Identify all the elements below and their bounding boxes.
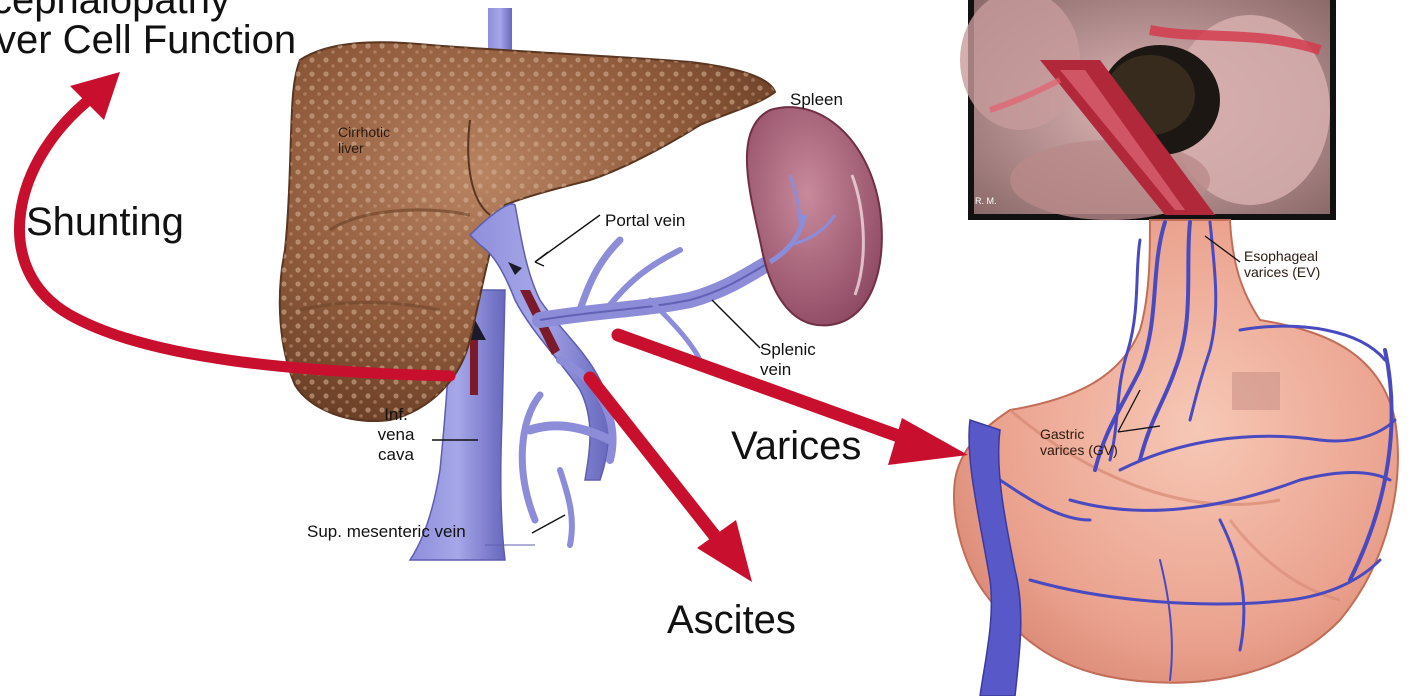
gastric-varices-label: Gastric varices (GV)	[1040, 426, 1118, 458]
spleen	[747, 107, 882, 325]
esophageal-varices-label: Esophageal varices (EV)	[1244, 248, 1320, 280]
shunting-label: Shunting	[26, 200, 184, 245]
photo-caption: R. M.	[975, 196, 997, 206]
cirrhotic-liver-label: Cirrhotic liver	[338, 124, 390, 156]
spleen-label: Spleen	[790, 90, 843, 110]
endoscopy-photo	[960, 0, 1336, 220]
splenic-vein-label: Splenic vein	[760, 340, 816, 380]
inf-vena-cava-label: Inf. vena cava	[366, 405, 426, 465]
portal-vein-label: Portal vein	[605, 211, 685, 231]
ascites-label: Ascites	[667, 598, 796, 643]
ascites-arrow	[590, 378, 752, 582]
sup-mesenteric-vein-label: Sup. mesenteric vein	[307, 522, 466, 542]
varices-label: Varices	[731, 424, 861, 469]
